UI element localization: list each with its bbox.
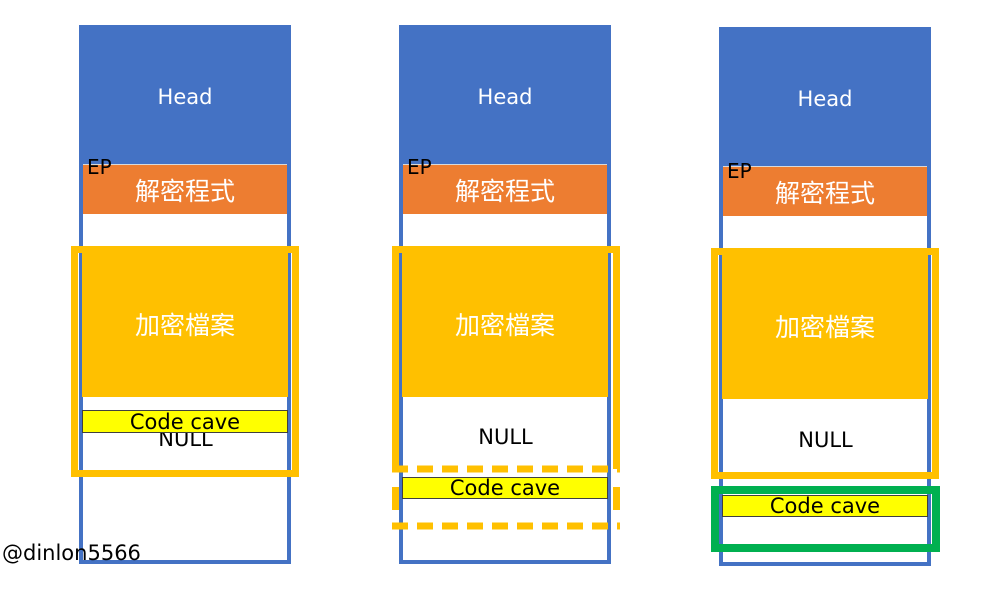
- code-cave-label: Code cave: [449, 476, 561, 500]
- encrypted-section-outline: [711, 248, 939, 479]
- encrypted-section-outline: [392, 246, 620, 530]
- null-label: NULL: [158, 427, 213, 451]
- code-cave-label: Code cave: [129, 409, 241, 434]
- encrypted-file-block: 加密檔案: [402, 250, 608, 397]
- null-label: NULL: [798, 428, 853, 452]
- code-cave-block: Code cave: [82, 410, 288, 433]
- new-code-cave-section-outline: [711, 486, 940, 552]
- decryptor-section: 解密程式: [83, 164, 287, 214]
- head-section: Head: [403, 29, 607, 164]
- code-cave-label: Code cave: [769, 494, 881, 518]
- head-section: Head: [723, 31, 927, 166]
- encrypted-file-block: 加密檔案: [722, 252, 928, 399]
- code-cave-block: Code cave: [402, 477, 608, 499]
- head-label: Head: [157, 84, 213, 109]
- author-credit: @dinlon5566: [2, 541, 141, 565]
- encrypted-file-label: 加密檔案: [454, 310, 555, 340]
- head-label: Head: [797, 86, 853, 111]
- encrypted-file-block: 加密檔案: [82, 250, 288, 397]
- ep-label: EP: [87, 155, 112, 179]
- encrypted-section-outline: [71, 246, 299, 477]
- encrypted-file-label: 加密檔案: [134, 310, 235, 340]
- null-label: NULL: [478, 425, 533, 449]
- decryptor-label: 解密程式: [454, 176, 555, 206]
- encrypted-file-label: 加密檔案: [774, 312, 875, 342]
- ep-label: EP: [727, 159, 752, 183]
- head-label: Head: [477, 84, 533, 109]
- decryptor-label: 解密程式: [774, 178, 875, 208]
- pe-layout-original: [0, 0, 1, 1]
- code-cave-block: Code cave: [722, 495, 928, 517]
- decryptor-section: 解密程式: [723, 166, 927, 216]
- head-section: Head: [83, 29, 287, 164]
- ep-label: EP: [407, 155, 432, 179]
- decryptor-label: 解密程式: [134, 176, 235, 206]
- decryptor-section: 解密程式: [403, 164, 607, 214]
